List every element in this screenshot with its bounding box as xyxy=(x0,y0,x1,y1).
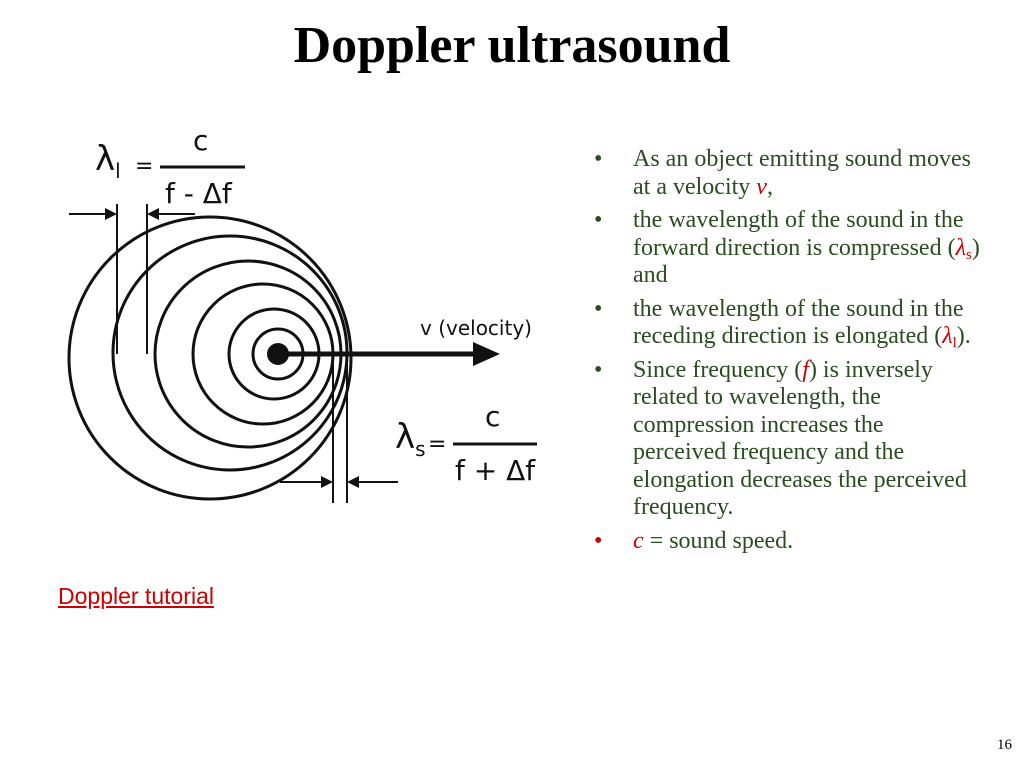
bullet-text: ) and xyxy=(633,234,980,289)
bullet-variable: v xyxy=(756,173,767,200)
bullet-dot: • xyxy=(594,356,603,383)
lambda-s-right-arrowhead xyxy=(347,476,359,488)
doppler-wave-diagram: v (velocity) λl = c f - Δf λs = c f + Δf xyxy=(67,124,537,503)
bullet-text: ). xyxy=(956,323,971,349)
bullet-text: = sound speed. xyxy=(643,527,794,554)
bullet-text: ) is inversely related to wavelength, th… xyxy=(633,356,967,521)
bullet-item: • the wavelength of the sound in the for… xyxy=(590,207,980,290)
lambda-s-numerator: c xyxy=(485,400,500,433)
bullet-variable: λ xyxy=(955,234,966,261)
bullet-variable: λ xyxy=(942,323,953,349)
bullet-dot: • xyxy=(594,207,603,233)
bullet-text: , xyxy=(766,173,773,200)
page-number: 16 xyxy=(997,737,1012,753)
bullet-text: Since frequency ( xyxy=(633,356,803,383)
lambda-s-denominator: f + Δf xyxy=(455,454,536,487)
bullet-dot: • xyxy=(594,527,603,554)
lambda-s-left-arrowhead xyxy=(321,476,333,488)
lambda-s-equals: = xyxy=(428,432,446,457)
bullet-item: • c = sound speed. xyxy=(590,528,980,556)
lambda-l-symbol: λl xyxy=(95,139,121,183)
doppler-tutorial-link[interactable]: Doppler tutorial xyxy=(58,583,214,609)
bullet-dot: • xyxy=(594,146,603,172)
bullet-text: As an object emitting sound moves at a v… xyxy=(633,146,971,200)
lambda-l-left-arrowhead xyxy=(105,208,117,220)
bullet-item: • As an object emitting sound moves at a… xyxy=(590,146,980,201)
lambda-l-equals: = xyxy=(135,154,153,179)
bullet-variable: c xyxy=(633,527,644,554)
bullet-text: the wavelength of the sound in the reced… xyxy=(633,295,964,350)
lambda-l-right-arrowhead xyxy=(147,208,159,220)
lambda-s-symbol: λs xyxy=(395,417,426,461)
velocity-arrowhead xyxy=(473,342,500,366)
bullet-variable: f xyxy=(802,356,809,383)
bullet-item: • the wavelength of the sound in the rec… xyxy=(590,296,980,351)
lambda-l-numerator: c xyxy=(193,124,208,157)
bullet-list: • As an object emitting sound moves at a… xyxy=(590,146,980,561)
bullet-subscript: l xyxy=(952,335,957,351)
slide-title: Doppler ultrasound xyxy=(293,17,731,74)
velocity-label: v (velocity) xyxy=(420,316,532,340)
bullet-item: • Since frequency (f) is inversely relat… xyxy=(590,357,980,522)
lambda-l-denominator: f - Δf xyxy=(165,177,233,210)
bullet-subscript: s xyxy=(965,246,972,263)
bullet-dot: • xyxy=(594,295,603,322)
bullet-text: the wavelength of the sound in the forwa… xyxy=(633,207,964,261)
wavefront-circle xyxy=(67,215,353,501)
